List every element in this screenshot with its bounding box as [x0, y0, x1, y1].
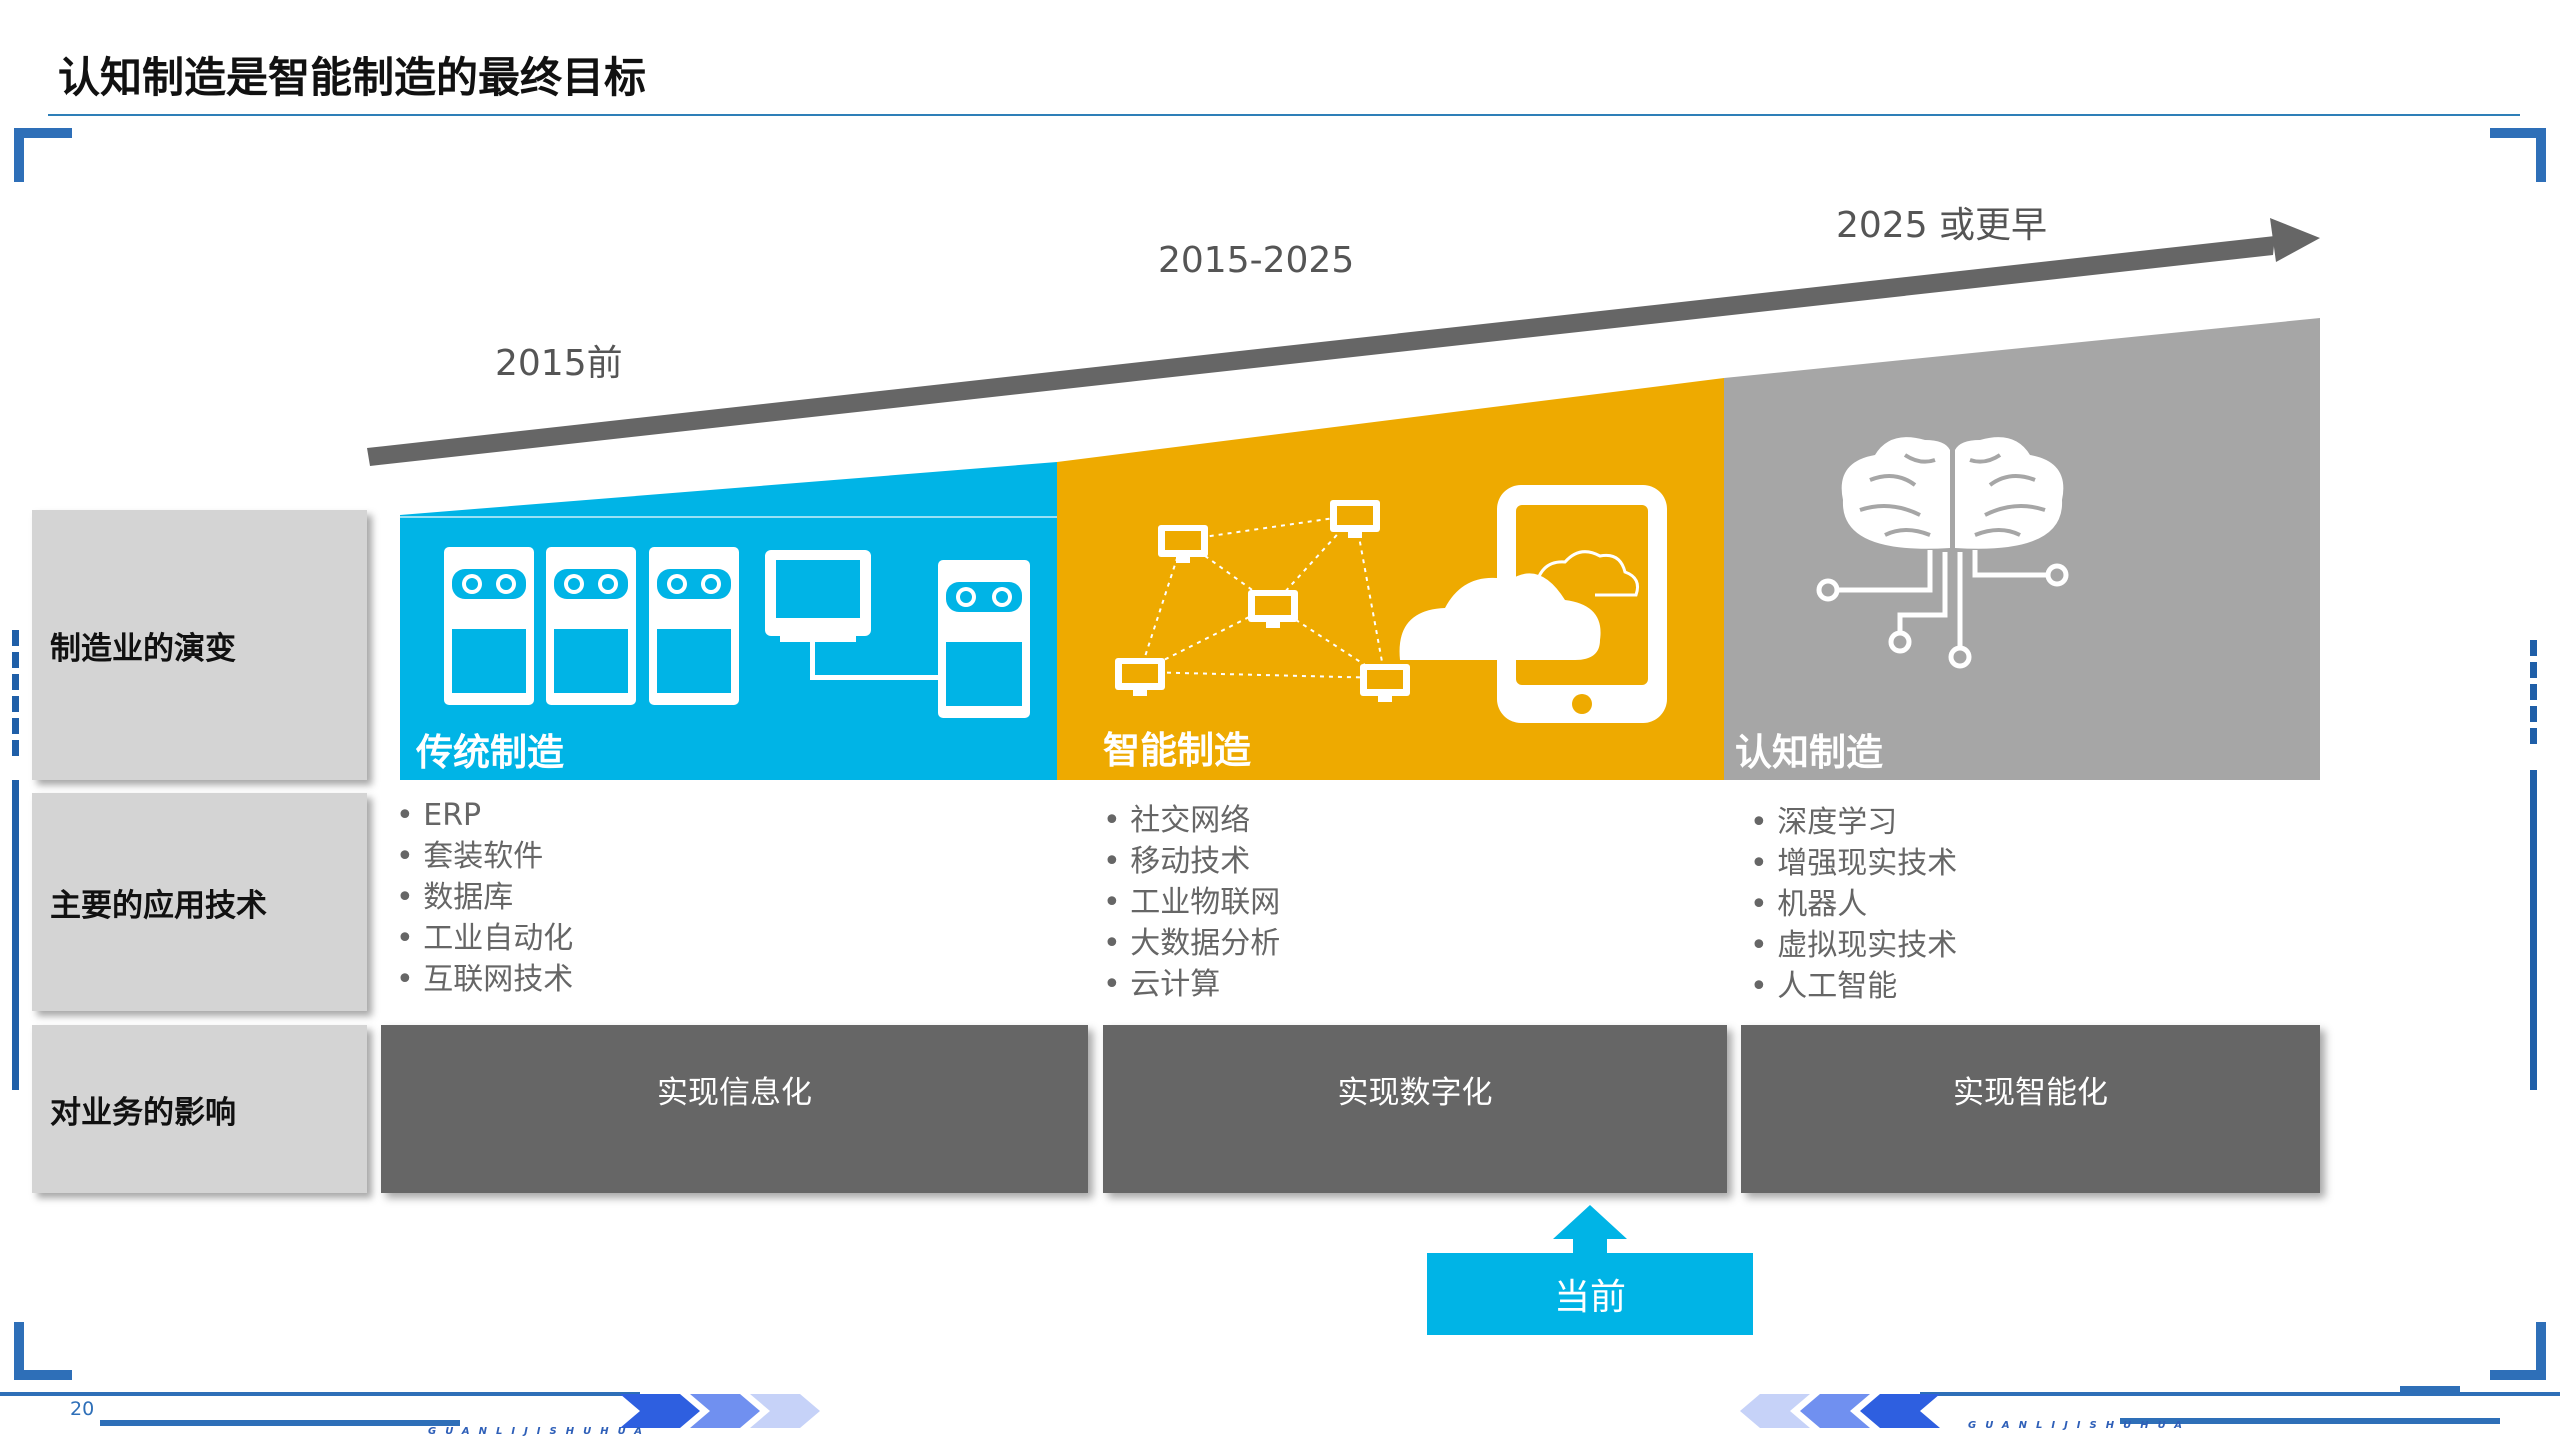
current-marker: 当前: [1427, 1253, 1753, 1335]
list-item: 云计算: [1103, 964, 1280, 1005]
stage-name-cognitive: 认知制造: [1735, 731, 1883, 774]
right-side-stripes: [2530, 640, 2537, 1090]
footer-ribbon-left: [0, 1392, 820, 1428]
network-terminal-icons: [1115, 500, 1410, 702]
title-divider: [48, 114, 2520, 116]
stage-panel-cognitive: [1724, 318, 2320, 780]
list-item: 机器人: [1750, 884, 1957, 925]
tech-list-cognitive: 深度学习 增强现实技术 机器人 虚拟现实技术 人工智能: [1750, 802, 1957, 1007]
footer-ribbon-right: [1740, 1386, 2560, 1428]
brain-circuit-icon: [1816, 437, 2069, 669]
era-label-before-2015: 2015前: [495, 343, 623, 384]
timeline-arrow-shaft: [367, 236, 2275, 466]
list-item: ERP: [396, 795, 573, 836]
impact-box-traditional: 实现信息化: [381, 1025, 1088, 1193]
list-item: 工业自动化: [396, 918, 573, 959]
list-item: 套装软件: [396, 836, 573, 877]
list-item: 移动技术: [1103, 841, 1280, 882]
current-marker-arrow-icon: [1553, 1205, 1627, 1257]
list-item: 工业物联网: [1103, 882, 1280, 923]
monitor-icon: [765, 550, 940, 680]
corner-bottom-right-icon: [2490, 1322, 2546, 1380]
footer-brand-right: GUANLIJISHUHUA: [1968, 1420, 2191, 1431]
row-label-impact: 对业务的影响: [32, 1025, 367, 1193]
era-label-2015-2025: 2015-2025: [1158, 240, 1355, 281]
impact-box-cognitive: 实现智能化: [1741, 1025, 2320, 1193]
footer-brand-left: GUANLIJISHUHUA: [428, 1426, 651, 1437]
era-label-2025: 2025 或更早: [1836, 205, 2048, 246]
server-rack-icon: [444, 547, 1030, 718]
tech-list-smart: 社交网络 移动技术 工业物联网 大数据分析 云计算: [1103, 800, 1280, 1005]
left-side-stripes: [12, 630, 19, 1090]
list-item: 人工智能: [1750, 966, 1957, 1007]
timeline-arrow-head-icon: [2270, 218, 2320, 262]
list-item: 增强现实技术: [1750, 843, 1957, 884]
corner-bottom-left-icon: [14, 1322, 72, 1380]
corner-top-right-icon: [2490, 128, 2546, 182]
list-item: 深度学习: [1750, 802, 1957, 843]
list-item: 大数据分析: [1103, 923, 1280, 964]
stage-name-traditional: 传统制造: [416, 731, 564, 774]
list-item: 互联网技术: [396, 959, 573, 1000]
list-item: 虚拟现实技术: [1750, 925, 1957, 966]
page-number: 20: [70, 1398, 95, 1420]
corner-top-left-icon: [14, 128, 72, 182]
cloud-icon: [1399, 550, 1640, 660]
stage-name-smart: 智能制造: [1103, 729, 1251, 772]
row-label-technologies: 主要的应用技术: [32, 793, 367, 1011]
tech-list-traditional: ERP 套装软件 数据库 工业自动化 互联网技术: [396, 795, 573, 1000]
row-label-evolution: 制造业的演变: [32, 510, 367, 780]
list-item: 数据库: [396, 877, 573, 918]
list-item: 社交网络: [1103, 800, 1280, 841]
slide-title: 认知制造是智能制造的最终目标: [58, 53, 647, 102]
impact-box-smart: 实现数字化: [1103, 1025, 1727, 1193]
